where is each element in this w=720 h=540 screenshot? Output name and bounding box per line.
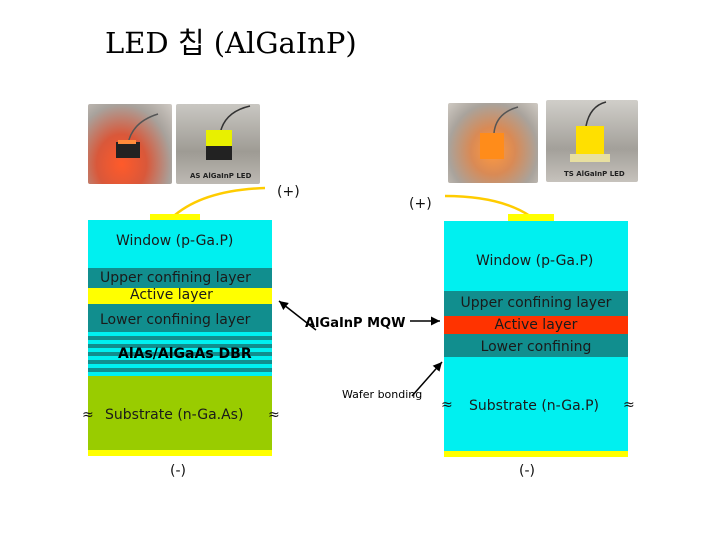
photo-label-ts: TS AlGaInP LED [564,170,625,178]
left-bottom-contact [88,450,272,456]
left-substrate-layer [88,376,272,450]
arrow-to-left-mqw [278,300,317,331]
bond-wire-right [444,194,531,218]
photo-as-led-on [88,104,172,184]
left-break-icon-a: ≈ [82,407,94,423]
plus-label-right: (+) [409,196,432,212]
left-window-label: Window (p-Ga.P) [116,233,234,249]
bond-wire-left [174,186,266,216]
right-upper-confining-layer [444,291,628,316]
right-window-label: Window (p-Ga.P) [476,253,594,269]
left-chip: Window (p-Ga.P) Upper confining layer Ac… [88,220,272,456]
right-chip: Window (p-Ga.P) Upper confining layer Ac… [444,221,628,457]
contact-pad-right [508,214,554,221]
right-substrate-label: Substrate (n-Ga.P) [469,398,599,414]
left-active-layer [88,288,272,304]
photo-label-as: AS AlGaInP LED [190,172,252,180]
wafer-bonding-annotation: Wafer bonding [342,388,423,401]
contact-pad-left [150,214,200,220]
mqw-annotation: AlGaInP MQW [305,316,406,331]
right-lower-confining-layer [444,334,628,357]
photo-ts-led-on [448,103,538,183]
left-lower-confining-layer [88,304,272,332]
right-active-label: Active layer [494,317,578,333]
photo-as-led-off: AS AlGaInP LED [176,104,260,184]
arrow-to-wafer-bond [411,361,443,397]
right-active-layer [444,316,628,334]
photo-ts-led-off: TS AlGaInP LED [546,100,638,182]
left-window-layer [88,220,272,268]
left-break-icon-b: ≈ [268,407,280,423]
page-title: LED 칩 (AlGaInP) [105,26,357,60]
right-substrate-layer [444,357,628,451]
left-lower-confining-label: Lower confining layer [100,312,251,328]
right-bottom-contact [444,451,628,457]
right-break-icon-b: ≈ [623,397,635,413]
minus-label-right: (-) [519,463,535,479]
left-active-label: Active layer [130,287,213,303]
left-upper-confining-label: Upper confining layer [100,270,251,286]
minus-label-left: (-) [170,463,186,479]
right-window-layer [444,221,628,291]
plus-label-left: (+) [277,184,300,200]
right-upper-confining-label: Upper confining layer [460,295,612,311]
left-upper-confining-layer [88,268,272,288]
left-dbr-label: AlAs/AlGaAs DBR [118,346,252,362]
left-dbr-layer [88,332,272,376]
left-substrate-label: Substrate (n-Ga.As) [105,407,244,423]
right-break-icon-a: ≈ [441,397,453,413]
